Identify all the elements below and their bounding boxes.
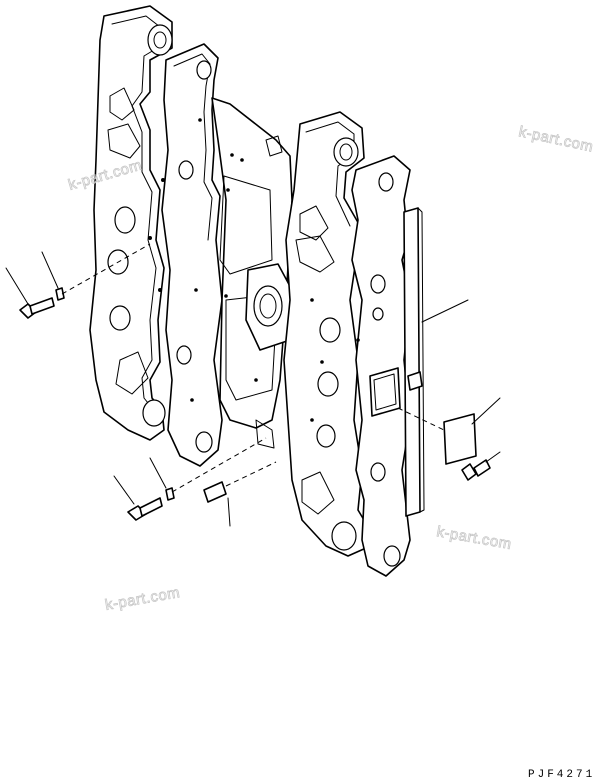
front-frame [283, 111, 411, 577]
watermark-text: k-part.com [104, 584, 182, 614]
screw-cover [461, 459, 491, 481]
watermark-text: k-part.com [517, 123, 595, 155]
pin [203, 461, 277, 503]
guide-rail [403, 207, 425, 517]
rear-frame [89, 5, 173, 441]
drawing-code: PJF4271 [528, 769, 595, 781]
center-plate [161, 43, 223, 467]
leader-lines [5, 251, 501, 527]
cover-plate-installed [369, 367, 401, 417]
cover-plate-exploded [397, 407, 477, 465]
bolt-lower [127, 437, 267, 521]
watermark-text: k-part.com [435, 523, 513, 553]
bolt-upper [19, 243, 151, 319]
window-plate [211, 97, 293, 449]
